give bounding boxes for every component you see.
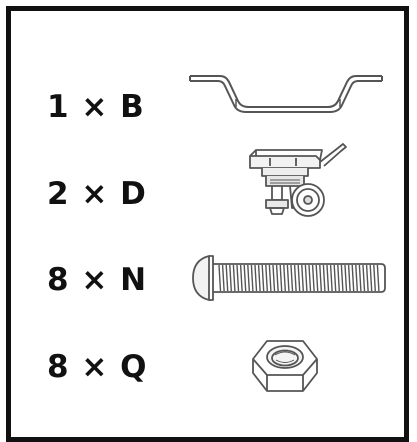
part-row-bracket: 1 × B <box>11 63 404 149</box>
parts-list-panel: 1 × B 2 × D <box>6 6 409 442</box>
bolt-icon <box>191 250 387 306</box>
bracket-icon <box>188 73 384 123</box>
part-quantity-label: 2 × D <box>47 176 147 212</box>
part-quantity-label: 1 × B <box>47 89 145 125</box>
part-quantity-label: 8 × N <box>47 262 148 298</box>
part-row-hex-nut: 8 × Q <box>11 321 404 407</box>
hex-nut-icon <box>249 335 321 397</box>
part-row-caster-wheel: 2 × D <box>11 143 404 234</box>
part-row-bolt: 8 × N <box>11 234 404 320</box>
caster-wheel-icon <box>246 142 351 224</box>
part-quantity-label: 8 × Q <box>47 349 148 385</box>
